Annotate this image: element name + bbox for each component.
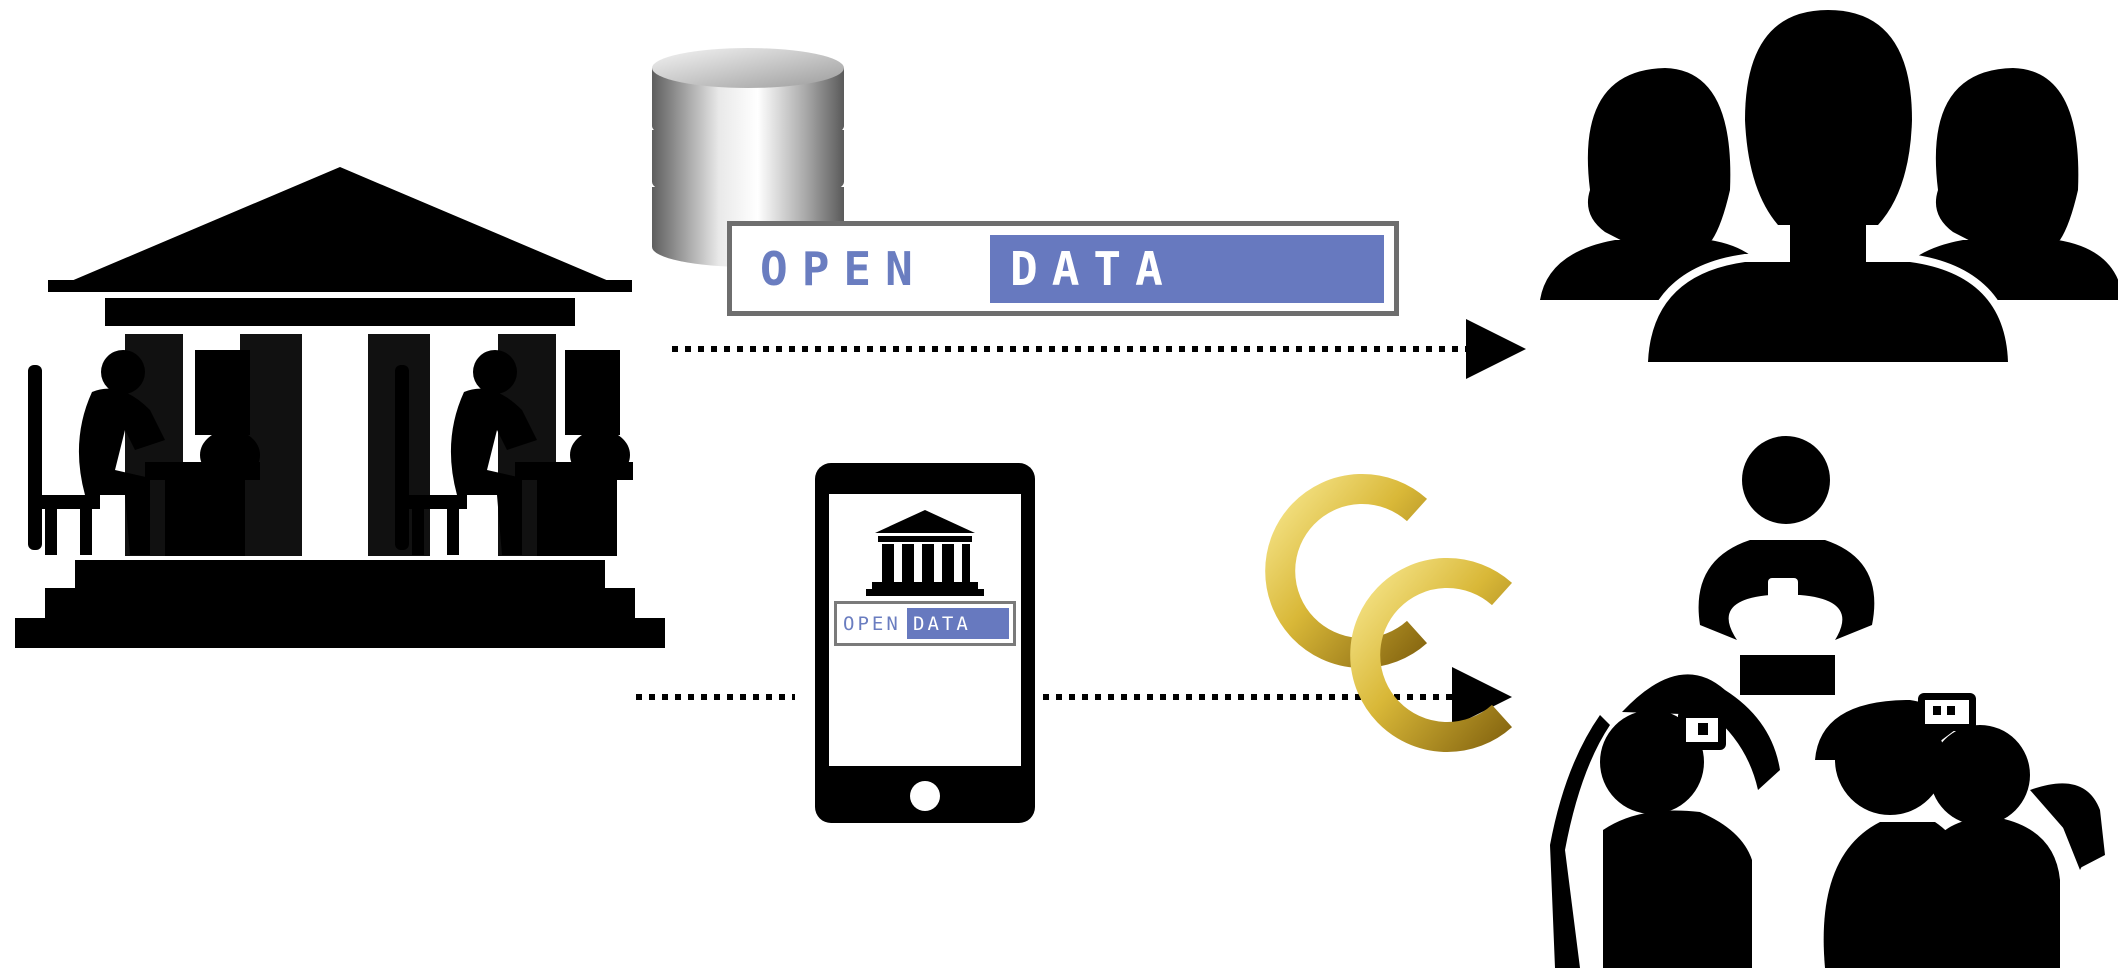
data-label-background xyxy=(990,235,1384,303)
people-using-phones-icon xyxy=(1550,436,2105,968)
phone-open-data-badge: OPEN DATA xyxy=(834,601,1016,646)
open-label: OPEN xyxy=(760,242,927,296)
government-building-icon xyxy=(866,510,984,596)
people-group-icon xyxy=(1540,1,2118,370)
phone-data-label-background xyxy=(907,608,1009,639)
worker-at-desk-icon xyxy=(28,350,260,556)
open-data-badge: OPEN DATA xyxy=(727,221,1399,316)
phone-data-label: DATA xyxy=(913,613,971,635)
phone-open-label: OPEN xyxy=(843,613,901,635)
data-label: DATA xyxy=(1010,242,1177,296)
government-building-icon xyxy=(15,167,665,648)
worker-at-desk-icon xyxy=(395,350,633,556)
euro-icon xyxy=(1228,474,1512,752)
